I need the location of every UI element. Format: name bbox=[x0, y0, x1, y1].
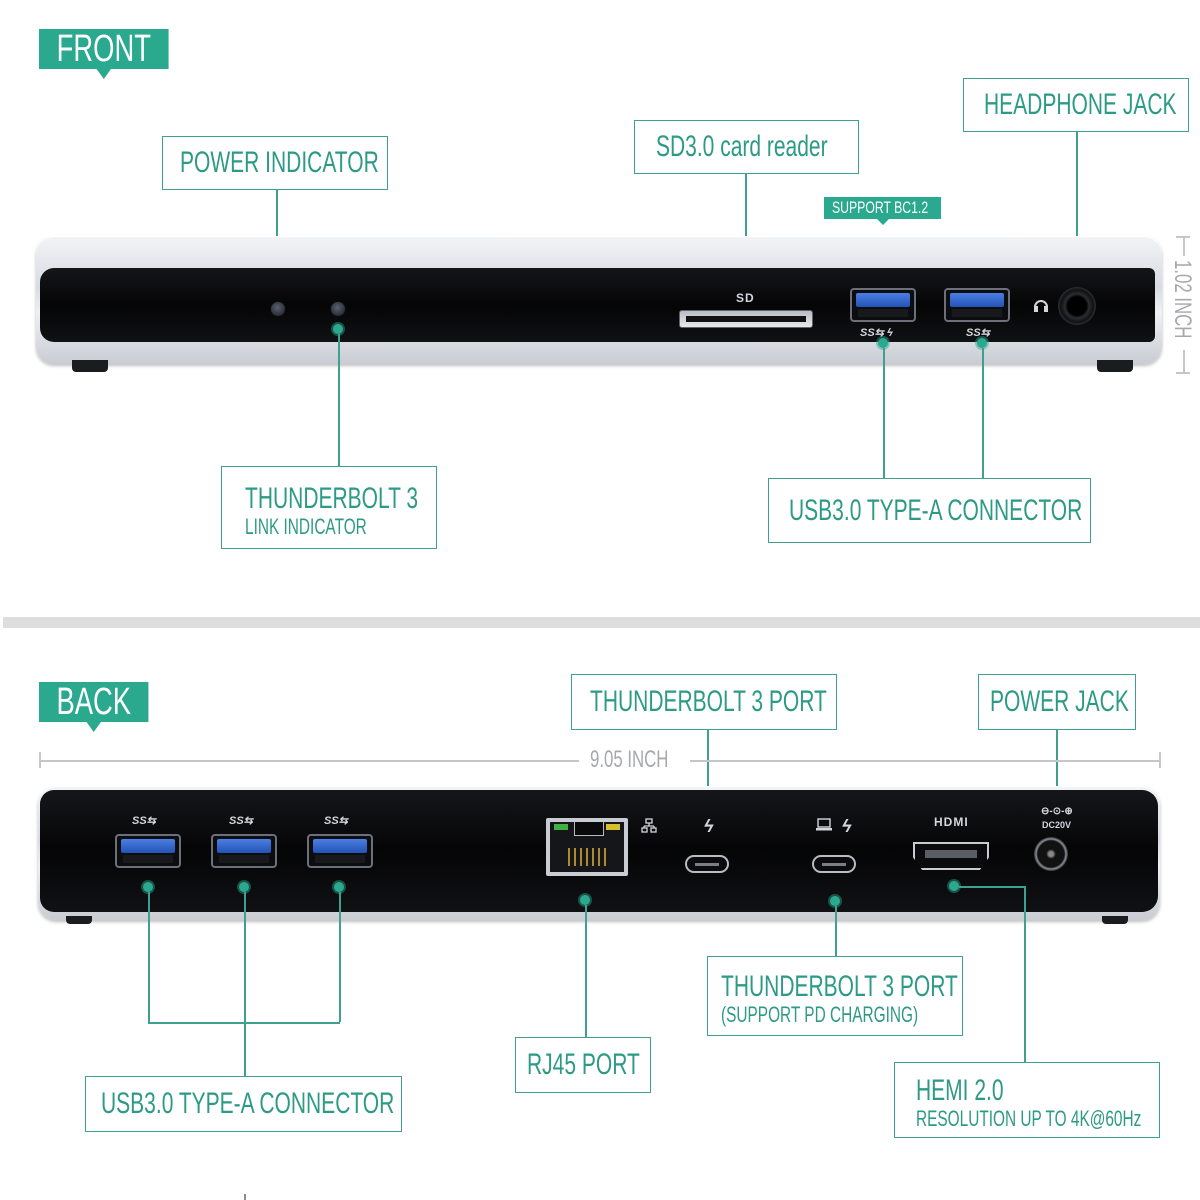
back-usb-a-port-1[interactable] bbox=[115, 834, 181, 868]
callout-subtitle: (SUPPORT PD CHARGING) bbox=[721, 1002, 919, 1027]
headphone-jack-port[interactable] bbox=[1058, 287, 1096, 325]
callout-title: THUNDERBOLT 3 PORT bbox=[590, 685, 827, 718]
usb-ss-icon: SS⇆ bbox=[324, 815, 348, 827]
section-divider bbox=[3, 617, 1200, 628]
rj45-pins bbox=[568, 848, 606, 866]
dimension-tick bbox=[1176, 372, 1190, 374]
leader-line bbox=[339, 892, 341, 1022]
usb-ss-charge-icon: SS⇆ ϟ bbox=[860, 327, 893, 339]
tb3-pd-port[interactable] bbox=[812, 855, 856, 873]
dc-power-jack[interactable] bbox=[1034, 837, 1068, 871]
dimension-tick bbox=[1159, 752, 1161, 768]
leader-line bbox=[1024, 886, 1026, 1062]
front-usb-a-port-2[interactable] bbox=[944, 288, 1010, 322]
pointer-dot bbox=[830, 896, 840, 906]
callout-subtitle: LINK INDICATOR bbox=[245, 514, 367, 539]
dock-foot bbox=[72, 360, 108, 372]
pointer-dot bbox=[977, 338, 987, 348]
dimension-line bbox=[690, 760, 1160, 762]
hdmi-port[interactable] bbox=[913, 842, 989, 870]
pointer-dot bbox=[580, 895, 590, 905]
leader-line bbox=[883, 348, 885, 478]
tb3-port-1[interactable] bbox=[685, 855, 729, 873]
leader-line bbox=[1056, 730, 1058, 796]
hdmi-label: HDMI bbox=[934, 815, 969, 829]
thunderbolt-icon: ϟ bbox=[842, 816, 852, 836]
callout-power-indicator: POWER INDICATOR bbox=[162, 136, 388, 190]
leader-line bbox=[585, 905, 587, 1037]
leader-line bbox=[1076, 132, 1078, 274]
callout-title: SD3.0 card reader bbox=[656, 130, 828, 163]
callout-front-usb-a: USB3.0 TYPE-A CONNECTOR bbox=[768, 478, 1091, 543]
callout-title: POWER JACK bbox=[990, 685, 1129, 718]
laptop-icon bbox=[816, 818, 832, 831]
pointer-dot bbox=[143, 882, 153, 892]
callout-subtitle: RESOLUTION UP TO 4K@60Hz bbox=[916, 1106, 1142, 1131]
dimension-line bbox=[1183, 350, 1185, 372]
leader-line bbox=[745, 174, 747, 280]
support-bc12-tag: SUPPORT BC1.2 bbox=[824, 197, 941, 225]
pointer-dot bbox=[239, 882, 249, 892]
dock-foot bbox=[1102, 916, 1128, 924]
back-usb-a-port-2[interactable] bbox=[211, 834, 277, 868]
front-usb-a-port-1[interactable] bbox=[850, 288, 916, 322]
dimension-line bbox=[1183, 236, 1185, 256]
callout-title: USB3.0 TYPE-A CONNECTOR bbox=[789, 494, 1083, 527]
callout-title: THUNDERBOLT 3 PORT bbox=[721, 970, 958, 1003]
callout-hdmi: HEMI 2.0 RESOLUTION UP TO 4K@60Hz bbox=[894, 1062, 1160, 1138]
callout-title: THUNDERBOLT 3 bbox=[245, 482, 419, 515]
callout-rj45-port: RJ45 PORT bbox=[515, 1037, 651, 1093]
callout-title: HEADPHONE JACK bbox=[984, 88, 1177, 121]
sd-label: SD bbox=[736, 291, 755, 305]
back-usb-a-port-3[interactable] bbox=[307, 834, 373, 868]
width-dimension-label: 9.05 INCH bbox=[590, 746, 669, 773]
callout-tb3-pd-port: THUNDERBOLT 3 PORT (SUPPORT PD CHARGING) bbox=[707, 956, 963, 1036]
rj45-green-led bbox=[554, 824, 568, 830]
pointer-dot bbox=[333, 324, 343, 334]
callout-headphone-jack: HEADPHONE JACK bbox=[963, 78, 1189, 132]
leader-line bbox=[244, 892, 246, 1076]
dimension-line bbox=[39, 760, 579, 762]
usb-ss-icon: SS⇆ bbox=[229, 815, 253, 827]
back-section-label: BACK bbox=[39, 682, 149, 732]
tb3-link-indicator-led bbox=[330, 301, 346, 317]
usb-ss-icon: SS⇆ bbox=[966, 327, 990, 339]
callout-sd-card-reader: SD3.0 card reader bbox=[634, 120, 859, 174]
callout-title: USB3.0 TYPE-A CONNECTOR bbox=[101, 1087, 395, 1120]
headphone-icon bbox=[1034, 300, 1048, 312]
pointer-dot bbox=[878, 338, 888, 348]
callout-power-jack: POWER JACK bbox=[978, 674, 1136, 730]
dock-foot bbox=[66, 916, 92, 924]
dock-foot bbox=[1097, 360, 1133, 372]
callout-title: HEMI 2.0 bbox=[916, 1074, 1004, 1107]
leader-line bbox=[148, 892, 150, 1022]
rj45-port[interactable] bbox=[546, 818, 628, 876]
leader-line bbox=[148, 1022, 340, 1024]
leader-line bbox=[835, 906, 837, 956]
dc-voltage-label: DC20V bbox=[1042, 820, 1072, 830]
callout-tb3-link-indicator: THUNDERBOLT 3 LINK INDICATOR bbox=[221, 466, 437, 549]
leader-line bbox=[338, 334, 340, 466]
leader-line bbox=[959, 886, 1025, 888]
sd-card-slot[interactable] bbox=[679, 310, 813, 328]
pointer-dot bbox=[334, 882, 344, 892]
front-section-label: FRONT bbox=[39, 29, 169, 79]
dc-polarity-icon: ⊖-⊙-⊕ bbox=[1041, 806, 1073, 817]
leader-line bbox=[707, 730, 709, 802]
thunderbolt-icon: ϟ bbox=[704, 816, 714, 836]
pointer-dot bbox=[949, 881, 959, 891]
power-indicator-led bbox=[270, 301, 286, 317]
height-dimension-label: 1.02 INCH bbox=[1169, 260, 1196, 339]
usb-ss-icon: SS⇆ bbox=[132, 815, 156, 827]
callout-title: RJ45 PORT bbox=[527, 1048, 640, 1081]
callout-title: POWER INDICATOR bbox=[180, 146, 379, 179]
leader-line bbox=[982, 348, 984, 478]
edge-mark bbox=[244, 1194, 246, 1200]
rj45-yellow-led bbox=[606, 824, 620, 830]
callout-tb3-port: THUNDERBOLT 3 PORT bbox=[571, 674, 837, 730]
network-icon bbox=[641, 818, 657, 833]
callout-back-usb-a: USB3.0 TYPE-A CONNECTOR bbox=[85, 1076, 402, 1132]
rj45-latch bbox=[574, 822, 604, 836]
